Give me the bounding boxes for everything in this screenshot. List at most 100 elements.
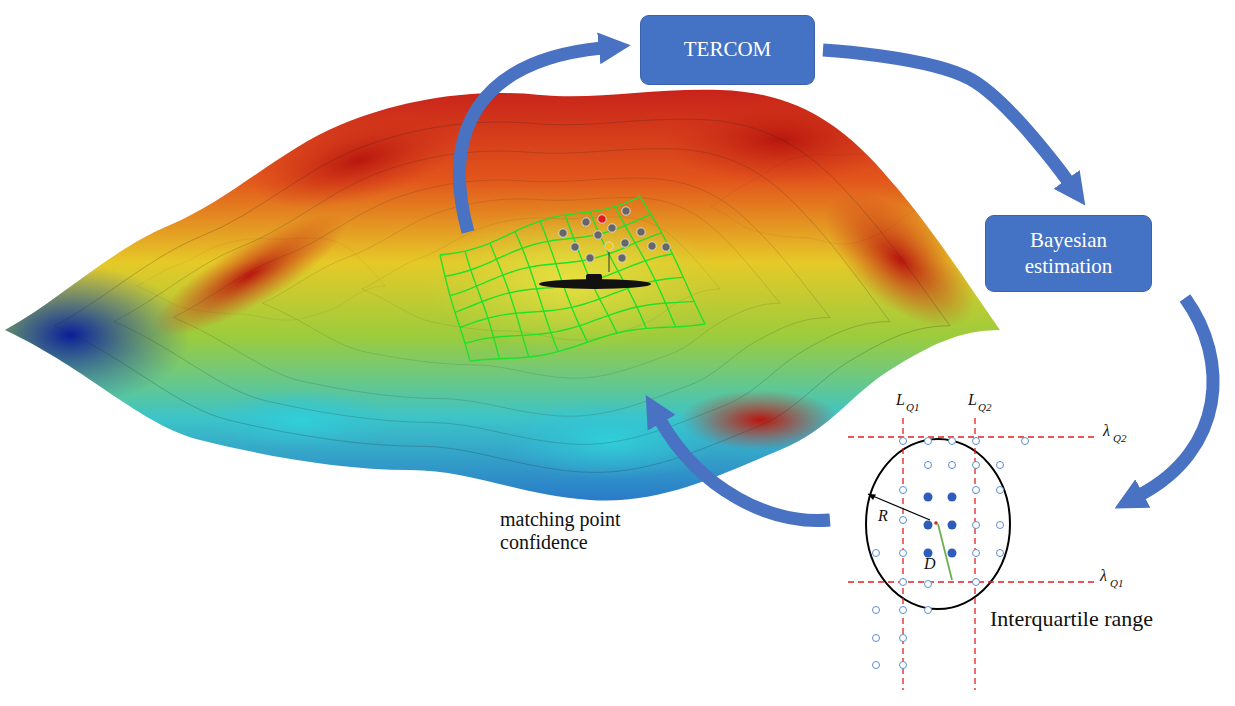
sounding-line <box>609 252 610 272</box>
sample-point <box>949 438 956 445</box>
sample-point <box>925 438 932 445</box>
flow-arrow <box>660 420 830 520</box>
box-label: TERCOM <box>684 37 772 62</box>
terrain <box>0 90 1000 501</box>
flow-arrow <box>823 50 1069 182</box>
search-grid <box>440 197 705 362</box>
sample-point <box>1022 438 1029 445</box>
grid-line <box>515 232 558 352</box>
sample-point <box>997 462 1004 469</box>
quartile-lines <box>848 418 1098 690</box>
quartile-line <box>848 581 1094 582</box>
ridge <box>243 93 476 227</box>
inlier-point <box>924 493 933 502</box>
submarine-sail <box>586 274 602 282</box>
slope <box>210 390 390 450</box>
contour-line <box>173 178 830 416</box>
flow-arrows <box>459 48 1213 520</box>
candidate-point <box>605 242 613 250</box>
candidate-point <box>598 215 606 223</box>
grid-line <box>465 251 499 359</box>
sample-point <box>997 522 1004 529</box>
sample-point <box>973 438 980 445</box>
sample-point <box>925 462 932 469</box>
sample-point <box>873 607 880 614</box>
sample-point <box>900 438 907 445</box>
candidate-point <box>594 231 602 239</box>
slope <box>500 400 720 480</box>
quartile-line <box>848 436 1098 437</box>
contour-line <box>711 154 930 244</box>
symbol-label: λ <box>1103 423 1110 439</box>
submarine <box>539 252 651 289</box>
sample-points <box>873 438 1029 669</box>
symbol-label: Q2 <box>1113 433 1126 444</box>
candidate-point <box>571 243 579 251</box>
sample-point <box>900 517 907 524</box>
annotation-text: Interquartile range <box>990 606 1153 631</box>
process-box: TERCOM <box>640 15 815 85</box>
candidate-point <box>622 207 630 215</box>
symbol-label: Q1 <box>1110 578 1123 589</box>
ridge <box>802 168 998 353</box>
sample-point <box>973 579 980 586</box>
flow-arrow <box>459 48 602 232</box>
ridge <box>660 95 900 185</box>
symbol-label: λ <box>1100 568 1107 584</box>
grid-line <box>455 254 673 312</box>
candidate-point <box>618 254 626 262</box>
sample-point <box>973 550 980 557</box>
sample-point <box>873 662 880 669</box>
sample-point <box>873 635 880 642</box>
symbol-label: D <box>924 556 936 572</box>
sample-point <box>873 550 880 557</box>
grid-line <box>465 301 694 343</box>
sample-point <box>973 487 980 494</box>
symbol-label: Q1 <box>906 402 919 413</box>
sample-point <box>900 607 907 614</box>
flow-arrow <box>1140 298 1213 495</box>
sample-point <box>900 579 907 586</box>
contour-line <box>362 217 720 340</box>
candidate-points <box>559 207 670 262</box>
sample-point <box>925 607 932 614</box>
symbol-label: L <box>896 392 905 408</box>
sample-point <box>900 662 907 669</box>
symbol-label: L <box>968 392 977 408</box>
contour-line <box>54 119 950 472</box>
candidate-point <box>582 218 590 226</box>
contour-lines <box>54 119 950 472</box>
sample-point <box>925 581 932 588</box>
candidate-point <box>586 254 594 262</box>
process-box: Bayesian estimation <box>985 215 1152 292</box>
radius-arrowhead <box>868 494 876 500</box>
sample-point <box>973 462 980 469</box>
grid-line <box>470 324 705 361</box>
candidate-point <box>662 243 670 251</box>
candidate-point <box>637 228 645 236</box>
grid-line <box>615 206 676 326</box>
sample-point <box>900 635 907 642</box>
sample-point <box>997 487 1004 494</box>
annotation-text: matching point confidence <box>500 508 665 554</box>
grid-line <box>590 212 646 329</box>
sample-point <box>973 522 980 529</box>
sample-point <box>997 550 1004 557</box>
grid-line <box>460 277 683 327</box>
inlier-point <box>948 549 957 558</box>
inlier-point <box>948 493 957 502</box>
inlier-point <box>948 521 957 530</box>
inlier-point <box>924 521 933 530</box>
box-label: Bayesian estimation <box>996 228 1141 278</box>
contour-line <box>136 238 385 320</box>
sample-point <box>900 487 907 494</box>
contour-line <box>263 198 780 379</box>
confidence-circle <box>866 439 1010 609</box>
radius-line <box>868 494 930 520</box>
sample-point <box>949 462 956 469</box>
